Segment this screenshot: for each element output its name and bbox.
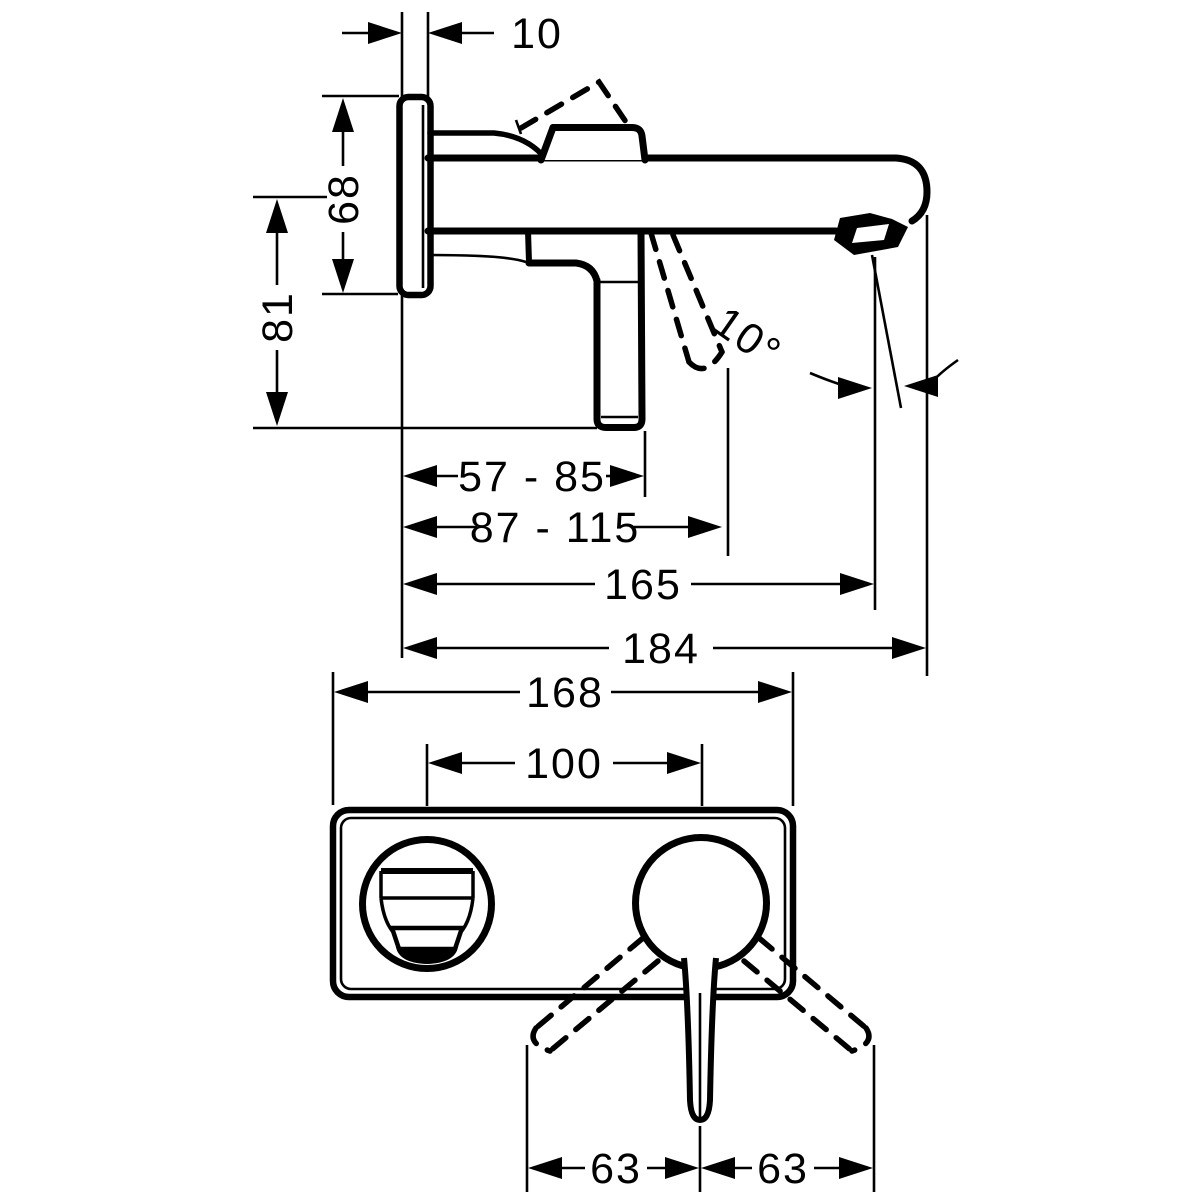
handle-lever-top-closed (537, 124, 649, 164)
front-view: 168 100 (329, 669, 876, 1193)
dim-centers-distance: 100 (425, 740, 704, 806)
dim-outlet-to-lever-label: 81 (254, 291, 302, 343)
dim-outlet-projection: 165 (403, 561, 874, 609)
dim-total-projection: 184 (403, 625, 926, 673)
dim-lever-range-label: 57 - 85 (458, 453, 606, 501)
dim-escutcheon-height-label: 68 (320, 173, 368, 225)
angle-arrow-right (904, 375, 938, 397)
dim-total-projection-label: 184 (622, 625, 700, 673)
dim-spout-angle-label: 10° (705, 298, 791, 378)
lever-swing-dashed-left (530, 935, 661, 1054)
dim-wall-offset: 10 (342, 10, 563, 58)
escutcheon-plate-side (396, 93, 434, 299)
angle-arrow-left (838, 377, 872, 399)
lever-swing-dashed-right (741, 935, 872, 1054)
dim-lever-swing-right-label: 63 (757, 1145, 809, 1193)
spout-front (359, 836, 495, 972)
cartridge-dome-outline (427, 130, 548, 161)
spout-side (424, 154, 931, 235)
dim-lever-swing: 63 63 (525, 1045, 876, 1193)
aerator-side (834, 213, 908, 255)
dim-outlet-to-lever: 81 (253, 195, 597, 430)
dim-lever-range: 57 - 85 (403, 431, 647, 501)
handle-lever-top-open-dashed (518, 78, 629, 131)
dim-lever-range-open-label: 87 - 115 (470, 504, 641, 552)
aerator-outlet-front (396, 947, 458, 964)
side-view: 10° 10 68 81 (253, 10, 959, 676)
dim-escutcheon-width: 168 (331, 669, 795, 806)
angle-reference-slant-line (870, 254, 903, 409)
mixer-body-under-spout (429, 230, 601, 285)
dim-wall-offset-label: 10 (511, 10, 563, 58)
dim-escutcheon-width-label: 168 (526, 669, 604, 717)
lever-bar-down (593, 227, 646, 431)
dim-lever-range-open: 87 - 115 (403, 368, 730, 556)
spout-angle-annotation: 10° (705, 215, 959, 676)
lever-bar-open-dashed (648, 230, 725, 372)
dim-centers-distance-label: 100 (525, 740, 603, 788)
handle-front (632, 834, 770, 1123)
aerator-ring-front (388, 925, 466, 952)
wall-section-lines (400, 12, 430, 97)
dim-lever-swing-left-label: 63 (590, 1145, 642, 1193)
dim-escutcheon-height: 68 (320, 94, 399, 296)
dim-outlet-projection-label: 165 (604, 561, 682, 609)
